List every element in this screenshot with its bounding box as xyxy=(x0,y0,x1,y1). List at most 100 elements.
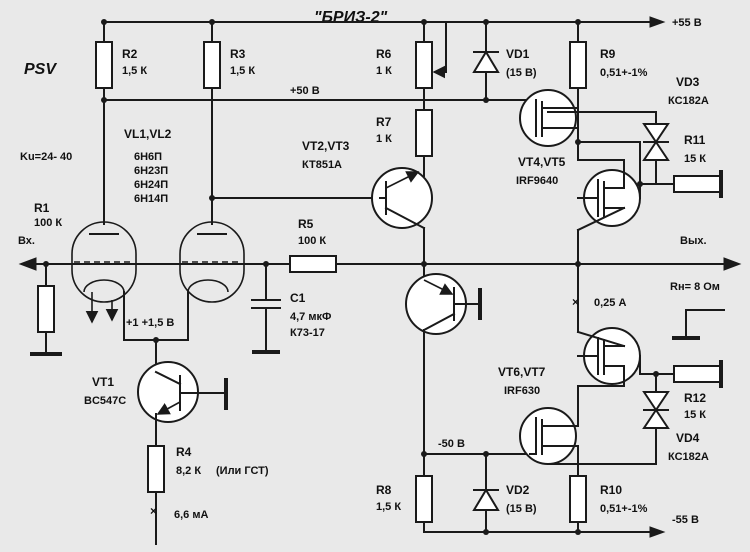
svg-text:0,51+-1%: 0,51+-1% xyxy=(600,503,648,515)
svg-text:(15 В): (15 В) xyxy=(506,67,537,79)
tube-vl1 xyxy=(71,221,137,341)
svg-text:VD3: VD3 xyxy=(676,75,700,89)
svg-text:100 К: 100 К xyxy=(298,235,326,247)
rail-pos50-label: +50 В xyxy=(290,85,320,97)
diode-vd3: VD3 КС182А xyxy=(547,75,709,185)
svg-text:(Или ГСТ): (Или ГСТ) xyxy=(216,465,269,477)
svg-text:0,51+-1%: 0,51+-1% xyxy=(600,67,648,79)
svg-text:1,5 К: 1,5 К xyxy=(122,65,147,77)
rail-neg50: -50 В xyxy=(423,438,531,455)
output-label: Вых. xyxy=(680,235,707,247)
svg-text:VL1,VL2: VL1,VL2 xyxy=(124,127,172,141)
svg-text:(15 В): (15 В) xyxy=(506,503,537,515)
diode-vd4: VD4 КС182А xyxy=(642,373,709,465)
rail-neg55: -55 В xyxy=(423,514,699,538)
transistor-vt3 xyxy=(405,273,482,477)
svg-text:R6: R6 xyxy=(376,47,392,61)
svg-text:К73-17: К73-17 xyxy=(290,327,325,339)
svg-text:R9: R9 xyxy=(600,47,616,61)
resistor-r5: R5 100 К xyxy=(289,217,337,273)
output-arrow xyxy=(723,257,742,271)
mosfet-vt5: VT4,VT5 IRF9640 xyxy=(516,141,641,265)
input-arrow xyxy=(18,257,37,271)
svg-text:IRF630: IRF630 xyxy=(504,385,540,397)
svg-text:R11: R11 xyxy=(684,133,706,147)
current-marker-tail: × xyxy=(150,504,157,518)
diode-vd1: VD1 (15 В) xyxy=(472,21,537,101)
mosfet-vt7 xyxy=(519,407,657,477)
svg-text:VD2: VD2 xyxy=(506,483,530,497)
svg-text:1 К: 1 К xyxy=(376,65,392,77)
svg-text:КС182А: КС182А xyxy=(668,451,709,463)
svg-text:1 К: 1 К xyxy=(376,133,392,145)
resistor-r9: R9 0,51+-1% xyxy=(569,21,648,113)
resistor-r12: R12 15 К xyxy=(673,360,723,421)
svg-text:VT6,VT7: VT6,VT7 xyxy=(498,365,546,379)
rail-neg50-label: -50 В xyxy=(438,438,465,450)
svg-text:15 К: 15 К xyxy=(684,153,706,165)
svg-text:VT2,VT3: VT2,VT3 xyxy=(302,139,350,153)
diode-vd2: VD2 (15 В) xyxy=(472,453,537,533)
svg-text:R5: R5 xyxy=(298,217,314,231)
resistor-r11: R11 15 К xyxy=(639,133,723,198)
cathode-bias-label: +1 +1,5 В xyxy=(126,317,174,329)
svg-text:R12: R12 xyxy=(684,391,706,405)
mosfet-vt6: VT6,VT7 IRF630 xyxy=(498,327,675,411)
svg-text:1,5 К: 1,5 К xyxy=(376,501,401,513)
resistor-r2: R2 1,5 К xyxy=(95,21,147,225)
svg-text:100 К: 100 К xyxy=(34,217,62,229)
svg-text:6Н24П: 6Н24П xyxy=(134,179,168,191)
svg-text:VT1: VT1 xyxy=(92,375,114,389)
rail-pos55-label: +55 В xyxy=(672,17,702,29)
svg-text:C1: C1 xyxy=(290,291,306,305)
resistor-r1: R1 100 К xyxy=(30,201,62,356)
resistor-r10: R10 0,51+-1% xyxy=(569,475,648,533)
junction-dots xyxy=(43,19,659,535)
svg-text:6Н14П: 6Н14П xyxy=(134,193,168,205)
svg-text:15 К: 15 К xyxy=(684,409,706,421)
rail-pos55: +55 В xyxy=(103,16,702,29)
svg-text:6Н6П: 6Н6П xyxy=(134,151,162,163)
signal-line: Вх. Вых. xyxy=(18,235,742,271)
load-indicator: Rн= 8 Ом xyxy=(670,281,725,340)
svg-text:R10: R10 xyxy=(600,483,622,497)
tube-labels: VL1,VL2 6Н6П 6Н23П 6Н24П 6Н14П xyxy=(124,127,172,205)
transistor-vt2: VT2,VT3 КТ851А xyxy=(302,139,433,281)
current-marker-out: × xyxy=(572,295,579,309)
resistor-r6: R6 1 К xyxy=(376,21,447,111)
resistor-r3: R3 1,5 К xyxy=(203,21,381,225)
input-label: Вх. xyxy=(18,235,35,247)
svg-text:КТ851А: КТ851А xyxy=(302,159,342,171)
author-mark: PSV xyxy=(24,61,57,78)
svg-text:R8: R8 xyxy=(376,483,392,497)
rail-pos50: +50 В xyxy=(103,85,549,101)
svg-text:4,7 мкФ: 4,7 мкФ xyxy=(290,311,331,323)
svg-text:6Н23П: 6Н23П xyxy=(134,165,168,177)
transistor-vt1: VT1 BC547C xyxy=(84,339,228,447)
svg-text:R4: R4 xyxy=(176,445,192,459)
svg-text:8,2 К: 8,2 К xyxy=(176,465,201,477)
mosfet-vt4 xyxy=(519,89,641,147)
output-current-label: 0,25 А xyxy=(594,297,626,309)
tube-vl2 xyxy=(179,221,245,341)
resistor-r4: × R4 8,2 К (Или ГСТ) 6,6 мА xyxy=(147,445,269,545)
gain-label: Ku=24- 40 xyxy=(20,151,72,163)
resistor-r8: R8 1,5 К xyxy=(376,475,433,533)
svg-text:VD1: VD1 xyxy=(506,47,530,61)
svg-text:IRF9640: IRF9640 xyxy=(516,175,558,187)
svg-text:КС182А: КС182А xyxy=(668,95,709,107)
svg-text:R2: R2 xyxy=(122,47,138,61)
load-label: Rн= 8 Ом xyxy=(670,281,720,293)
schematic-title: "БРИЗ-2" xyxy=(314,9,388,26)
svg-text:R3: R3 xyxy=(230,47,246,61)
capacitor-c1: C1 4,7 мкФ К73-17 xyxy=(251,263,331,354)
svg-text:VT4,VT5: VT4,VT5 xyxy=(518,155,566,169)
svg-text:1,5 К: 1,5 К xyxy=(230,65,255,77)
svg-text:VD4: VD4 xyxy=(676,431,700,445)
svg-text:BC547C: BC547C xyxy=(84,395,126,407)
rail-neg55-label: -55 В xyxy=(672,514,699,526)
resistor-r7: R7 1 К xyxy=(376,109,433,177)
svg-text:R1: R1 xyxy=(34,201,50,215)
tail-current-label: 6,6 мА xyxy=(174,509,208,521)
